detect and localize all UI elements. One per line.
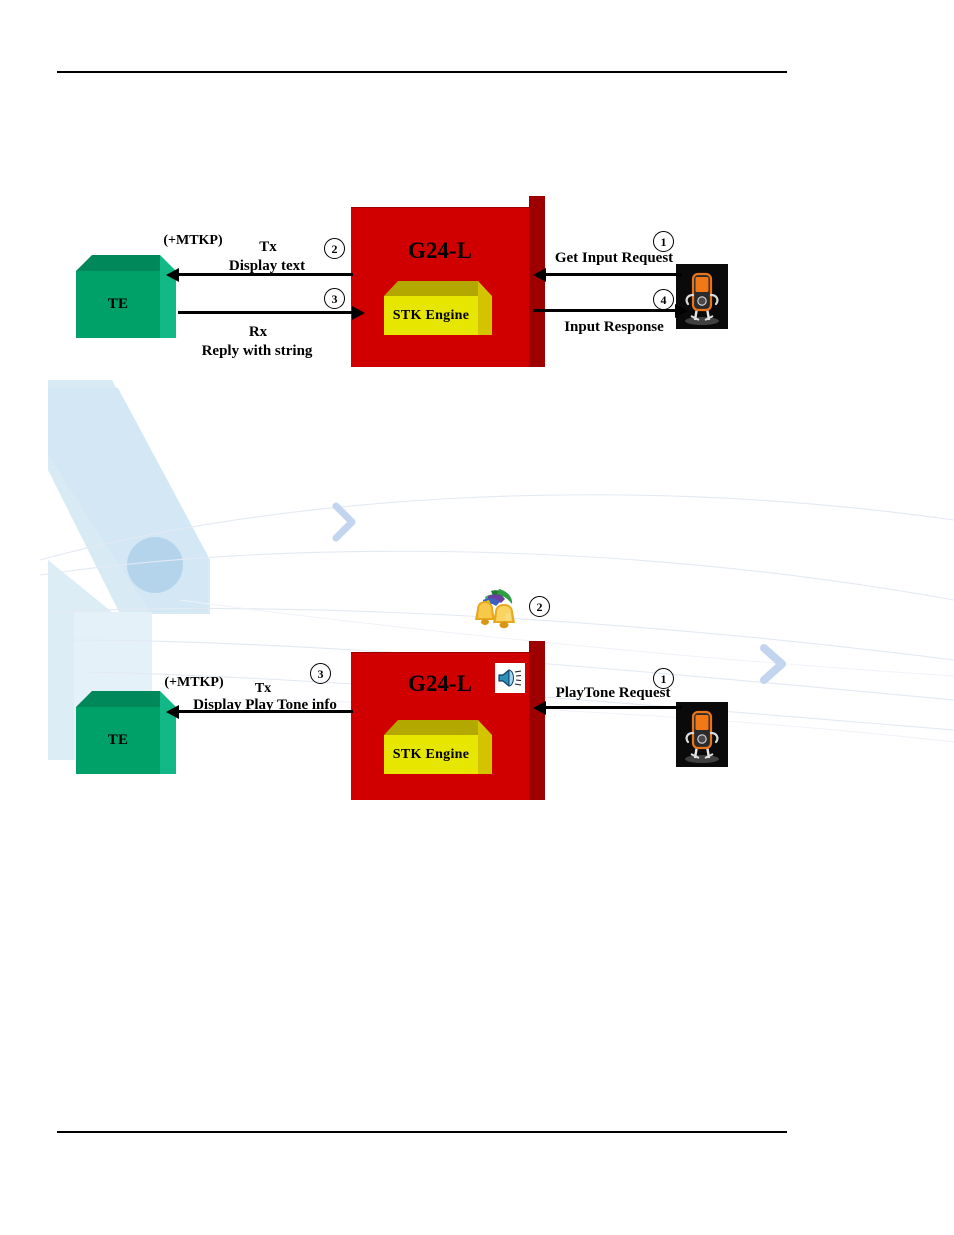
step-number-4-diagram1: 4 bbox=[653, 289, 674, 310]
arrow-line-reply-string bbox=[178, 311, 353, 314]
g24l-box-2: G24-L bbox=[351, 641, 545, 800]
arrowhead-reply-string bbox=[352, 306, 365, 320]
stk-engine-right-face bbox=[478, 281, 492, 335]
stk-engine-box-2: STK Engine bbox=[384, 720, 492, 774]
label-input-response: Input Response bbox=[564, 319, 664, 335]
stk-engine-label-1: STK Engine bbox=[392, 307, 470, 323]
te-box-right-face-2 bbox=[160, 691, 176, 774]
label-display-play-tone-info: Display Play Tone info bbox=[193, 697, 337, 713]
arrow-line-display-text bbox=[178, 273, 353, 276]
footer-rule bbox=[57, 1131, 787, 1133]
g24l-label-2: G24-L bbox=[408, 671, 472, 696]
header-rule bbox=[57, 71, 787, 73]
g24l-box-1: G24-L STK Engine bbox=[351, 196, 545, 367]
g24l-box-right-face-2 bbox=[529, 641, 545, 800]
arrowhead-display-text bbox=[166, 268, 179, 282]
label-get-input-request: Get Input Request bbox=[554, 250, 674, 266]
diagram-get-input-flow: G24-L STK Engine TE bbox=[0, 0, 954, 400]
label-playtone-request: PlayTone Request bbox=[555, 685, 671, 701]
speaker-icon-tile bbox=[495, 663, 525, 693]
label-tx-1: Tx bbox=[259, 239, 277, 255]
mobile-device-icon bbox=[685, 272, 719, 325]
te-box-top-face bbox=[76, 255, 160, 271]
arrow-line-display-play-tone bbox=[178, 710, 353, 713]
te-box-top-face-2 bbox=[76, 691, 160, 707]
bells-icon bbox=[475, 589, 515, 629]
label-mtkp-2: (+MTKP) bbox=[164, 675, 224, 690]
arrowhead-get-input-request bbox=[533, 268, 546, 282]
bells-icon-tile bbox=[465, 587, 525, 635]
label-rx-1: Rx bbox=[248, 324, 268, 340]
stk-engine-label-2: STK Engine bbox=[392, 746, 470, 762]
arrow-line-playtone-request bbox=[545, 706, 682, 709]
te-box-front-face: TE bbox=[76, 271, 160, 338]
speaker-icon bbox=[495, 663, 525, 693]
step-number-2-diagram2: 2 bbox=[529, 596, 550, 617]
label-mtkp-1: (+MTKP) bbox=[163, 233, 223, 248]
stk-engine-box-1: STK Engine bbox=[384, 281, 492, 335]
te-box-2: TE bbox=[76, 691, 176, 774]
arrowhead-display-play-tone bbox=[166, 705, 179, 719]
stk-engine-front-face: STK Engine bbox=[384, 296, 478, 335]
stk-engine-top-face-2 bbox=[384, 720, 478, 735]
arrow-line-get-input-request bbox=[545, 273, 682, 276]
te-box-front-face-2: TE bbox=[76, 707, 160, 774]
mobile-device-icon bbox=[685, 710, 719, 763]
step-number-3-diagram1: 3 bbox=[324, 288, 345, 309]
label-reply-with-string: Reply with string bbox=[201, 343, 313, 359]
te-label-2: TE bbox=[107, 732, 129, 748]
diagram-play-tone-flow: G24-L bbox=[76, 587, 728, 800]
step-number-1-diagram1: 1 bbox=[653, 231, 674, 252]
arrowhead-playtone-request bbox=[533, 701, 546, 715]
label-display-text: Display text bbox=[228, 258, 306, 274]
g24l-label-1: G24-L bbox=[408, 238, 472, 263]
arrowhead-input-response bbox=[675, 304, 688, 318]
stk-engine-right-face-2 bbox=[478, 720, 492, 774]
mobile-device-tile-2 bbox=[676, 702, 728, 767]
stk-engine-front-face-2: STK Engine bbox=[384, 735, 478, 774]
stk-engine-top-face bbox=[384, 281, 478, 296]
step-number-2-diagram1: 2 bbox=[324, 238, 345, 259]
te-label-1: TE bbox=[107, 296, 129, 312]
step-number-1-diagram2: 1 bbox=[653, 668, 674, 689]
step-number-3-diagram2: 3 bbox=[310, 663, 331, 684]
label-tx-2: Tx bbox=[254, 681, 272, 696]
arrow-line-input-response bbox=[533, 309, 681, 312]
mobile-device-tile-1 bbox=[676, 264, 728, 329]
